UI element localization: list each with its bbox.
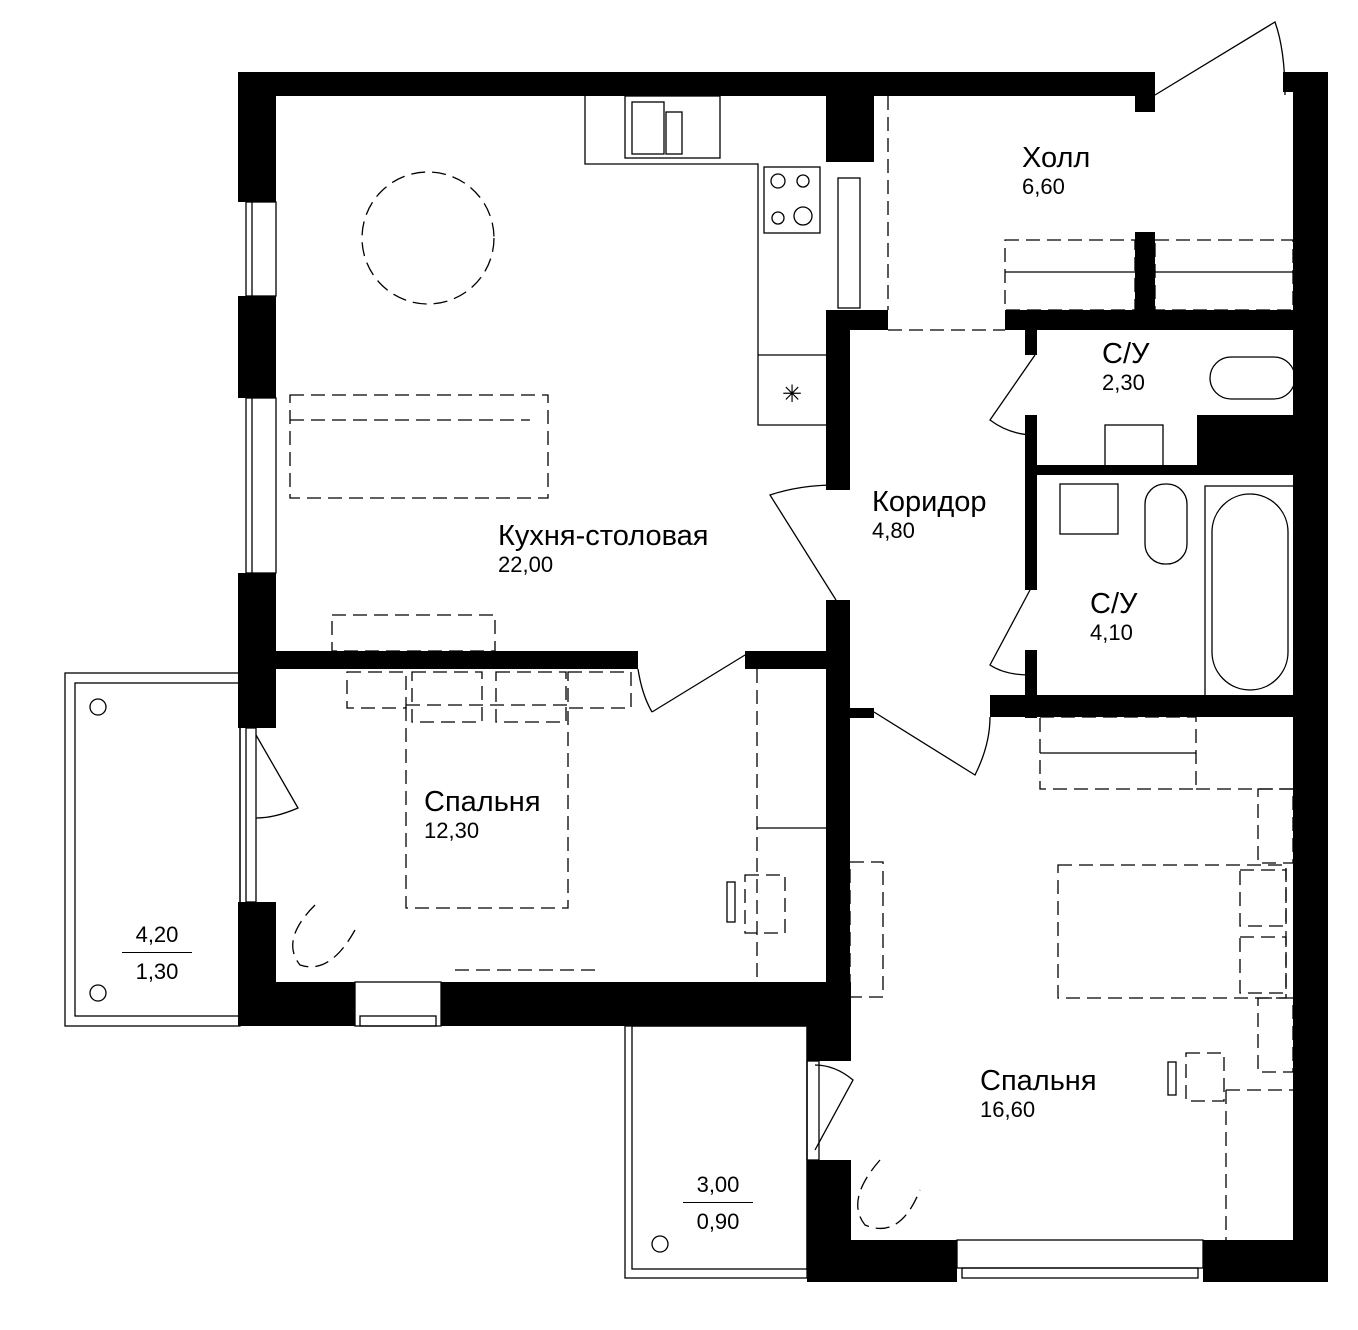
- balcony-left-label: 4,20 1,30: [122, 922, 192, 985]
- room-name: Холл: [1022, 142, 1091, 174]
- room-area: 16,60: [980, 1097, 1036, 1122]
- room-name: Коридор: [872, 486, 987, 518]
- fraction-line: [683, 1202, 753, 1203]
- room-area: 22,00: [498, 552, 554, 577]
- kitchen-counter: ✳: [584, 95, 826, 426]
- balcony-area-total: 3,00: [696, 1172, 740, 1197]
- balcony-left-outline: [64, 672, 241, 1027]
- room-area: 4,80: [872, 518, 915, 543]
- room-bathroom-small: С/У 2,30: [1102, 338, 1149, 396]
- windows: [245, 201, 1204, 1279]
- room-name: С/У: [1090, 588, 1138, 620]
- room-area: 12,30: [424, 818, 480, 843]
- room-name: Спальня: [424, 786, 541, 818]
- svg-text:✳: ✳: [782, 381, 802, 408]
- room-corridor: Коридор 4,80: [872, 486, 987, 544]
- room-area: 6,60: [1022, 174, 1065, 199]
- room-bedroom-large: Спальня 16,60: [980, 1065, 1097, 1123]
- balcony-bottom-label: 3,00 0,90: [683, 1172, 753, 1235]
- bedroom2-furniture: [849, 716, 1294, 1240]
- room-name: Кухня-столовая: [498, 520, 709, 552]
- bathroom-fixtures: [1059, 356, 1296, 697]
- hall-wardrobe: [837, 96, 1294, 331]
- room-kitchen-dining: Кухня-столовая 22,00: [498, 520, 709, 578]
- room-area: 4,10: [1090, 620, 1133, 645]
- fraction-line: [122, 952, 192, 953]
- doors: [255, 21, 1286, 1151]
- balcony-area-reduced: 0,90: [696, 1209, 740, 1234]
- room-area: 2,30: [1102, 370, 1145, 395]
- balcony-bottom-outline: [624, 1025, 808, 1279]
- balcony-area-reduced: 1,30: [135, 959, 179, 984]
- room-hall: Холл 6,60: [1022, 142, 1090, 200]
- room-name: Спальня: [980, 1065, 1097, 1097]
- room-bathroom-large: С/У 4,10: [1090, 588, 1137, 646]
- dining-table: [289, 171, 549, 652]
- walls: [238, 72, 1328, 1282]
- balcony-area-total: 4,20: [135, 922, 179, 947]
- room-name: С/У: [1102, 338, 1150, 370]
- bedroom1-furniture: [292, 669, 826, 982]
- room-bedroom-small: Спальня 12,30: [424, 786, 541, 844]
